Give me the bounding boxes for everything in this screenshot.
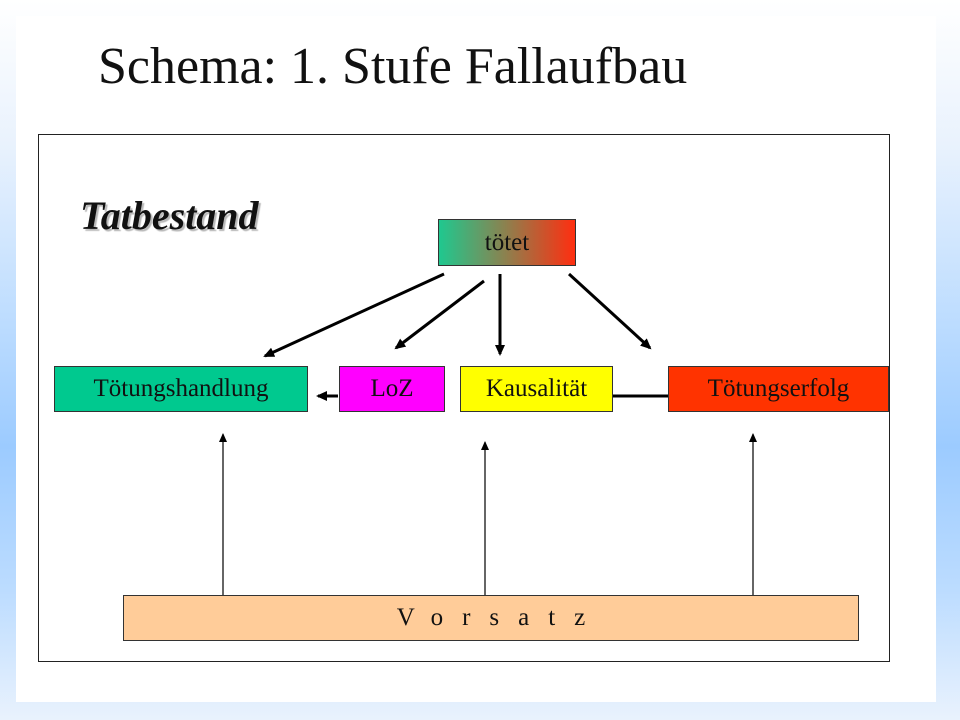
slide-title: Schema: 1. Stufe Fallaufbau bbox=[98, 38, 688, 95]
vorsatz-label: Vorsatz bbox=[396, 604, 605, 631]
box-kausalitaet: Kausalität bbox=[460, 366, 613, 412]
arrow-toetet-to-loz bbox=[394, 279, 485, 350]
box-toetungshandlung: Tötungshandlung bbox=[54, 366, 308, 412]
box-toetungserfolg: Tötungserfolg bbox=[668, 366, 889, 412]
box-toetet: tötet bbox=[438, 219, 576, 266]
arrow-toetet-to-toetungserfolg bbox=[567, 272, 652, 350]
diagram-subtitle: Tatbestand bbox=[80, 193, 259, 238]
box-vorsatz: Vorsatz bbox=[123, 595, 859, 641]
arrow-toetet-to-toetungshandlung bbox=[263, 272, 445, 358]
box-loz: LoZ bbox=[339, 366, 445, 412]
